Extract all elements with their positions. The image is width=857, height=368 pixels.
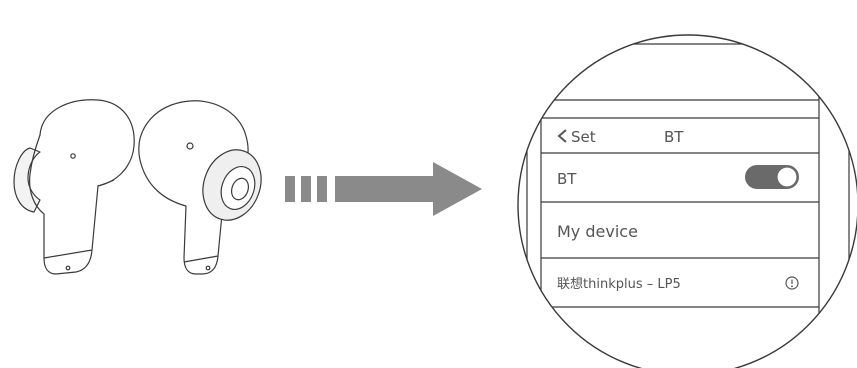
lens-outline <box>517 34 857 368</box>
left-earbud <box>13 99 135 275</box>
device-name[interactable]: 联想thinkplus – LP5 <box>557 276 681 292</box>
sensor-dot-icon <box>70 153 76 159</box>
settings-header: Set BT <box>557 128 684 146</box>
earbuds-illustration <box>13 99 262 275</box>
sensor-dot-icon <box>186 142 194 150</box>
info-icon[interactable] <box>785 276 799 290</box>
my-device-row: My device <box>557 222 638 241</box>
back-label[interactable]: Set <box>571 128 596 146</box>
chevron-left-icon[interactable] <box>557 129 567 143</box>
bt-row: BT <box>557 165 799 189</box>
my-device-label: My device <box>557 222 638 241</box>
bt-toggle[interactable] <box>745 165 799 189</box>
magnifier-lens <box>517 34 857 368</box>
dashed-right-arrow <box>285 162 482 216</box>
device-row[interactable]: 联想thinkplus – LP5 <box>557 276 799 292</box>
toggle-knob <box>776 166 798 188</box>
right-earbud <box>138 100 262 275</box>
screen-title: BT <box>664 128 684 146</box>
bt-row-label: BT <box>557 170 577 188</box>
